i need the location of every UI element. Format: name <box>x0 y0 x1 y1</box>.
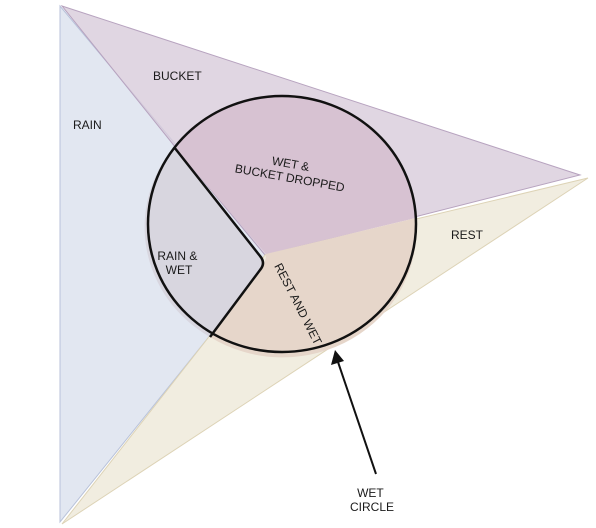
callout-arrowhead <box>331 350 344 365</box>
wet-circle-callout-label: WET CIRCLE <box>350 486 394 514</box>
rain-and-wet-segment <box>144 147 263 337</box>
rain-and-wet-label-line2: WET <box>166 263 193 277</box>
wet-circle-callout-line1: WET <box>357 486 384 500</box>
rain-label: RAIN <box>73 118 102 132</box>
bucket-label: BUCKET <box>153 69 202 83</box>
wet-circle-callout-line2: CIRCLE <box>350 500 394 514</box>
callout-arrow-line <box>337 361 377 475</box>
rest-label: REST <box>451 228 484 242</box>
wet-circle <box>146 94 418 354</box>
circle-divider-line <box>173 146 265 338</box>
wet-and-bucket-segment <box>174 94 416 254</box>
rain-and-wet-label: RAIN & WET <box>157 249 200 277</box>
rest-and-wet-segment <box>210 218 417 358</box>
rain-and-wet-label-line1: RAIN & <box>157 249 197 263</box>
wet-and-bucket-label-line1: WET & <box>271 154 311 174</box>
